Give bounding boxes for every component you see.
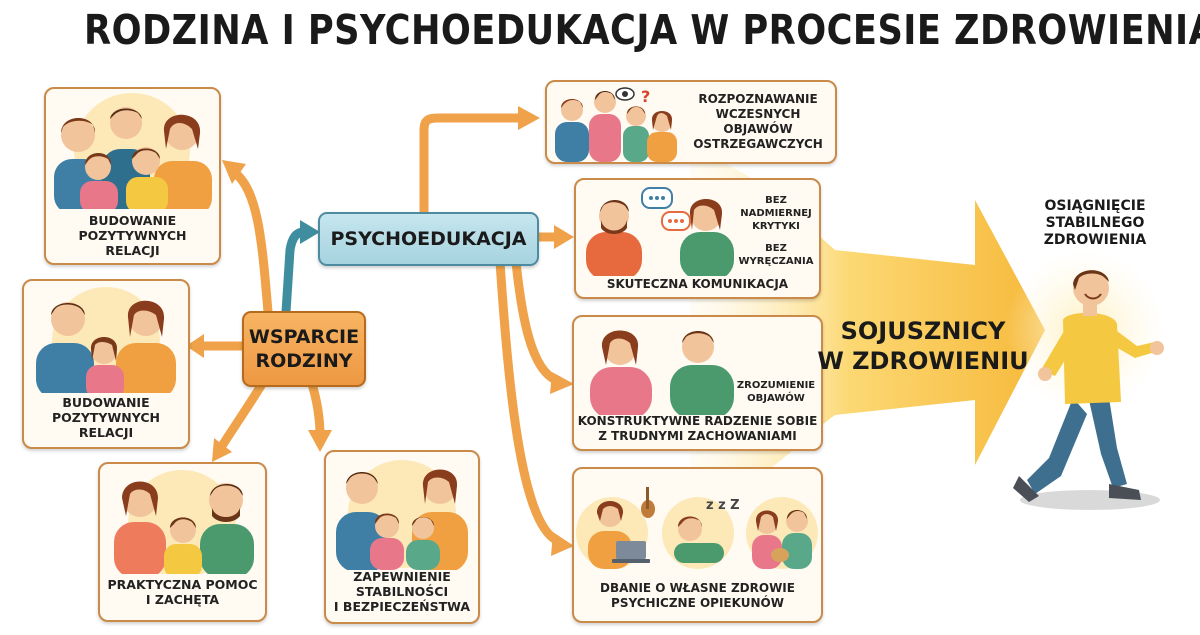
walking-man-illustration <box>1013 270 1164 510</box>
connector-psy-card4 <box>495 257 561 545</box>
allies-label: SOJUSZNICY W ZDROWIENIU <box>808 316 1038 376</box>
connector-support-psy <box>281 227 309 317</box>
arrowhead <box>222 160 246 184</box>
goal-label: OSIĄGNIĘCIE STABILNEGO ZDROWIENIA <box>1020 198 1170 249</box>
card-caption-line: RELACJI <box>105 243 160 258</box>
card-caption-line: POZYTYWNYCH <box>78 228 187 243</box>
card-caption-line: BUDOWANIE <box>62 395 150 410</box>
card-caption-line: ZAPEWNIENIE <box>353 569 451 584</box>
goal-label-line: ZDROWIENIA <box>1043 232 1147 248</box>
card-caption-line: STABILNOŚCI <box>355 584 449 599</box>
page-title: RODZINA I PSYCHOEDUKACJA W PROCESIE ZDRO… <box>84 6 1200 54</box>
card-caption-line: Z TRUDNYMI ZACHOWANIAMI <box>598 429 797 443</box>
family-illustration <box>336 460 468 570</box>
svg-text:?: ? <box>641 87 650 106</box>
card-caption-line: OBJAWÓW <box>723 122 793 136</box>
side-note-line: NADMIERNEJ <box>740 208 812 219</box>
side-note-understanding: ZROZUMIENIE OBJAWÓW <box>732 379 820 405</box>
side-note-line: WYRĘCZANIA <box>738 256 814 267</box>
goal-label-line: OSIĄGNIĘCIE <box>1044 198 1146 214</box>
card-caption-line: KONSTRUKTYWNE RADZENIE SOBIE <box>577 414 818 428</box>
arrowhead <box>550 372 574 394</box>
allies-label-line: W ZDROWIENIU <box>817 347 1029 375</box>
card-caption-line: OSTRZEGAWCZYCH <box>693 137 823 151</box>
arrowhead-teal <box>300 220 320 244</box>
family-illustration: ? <box>555 87 677 162</box>
card-caption-line: DBANIE O WŁASNE ZDROWIE <box>600 581 795 595</box>
connector-support-card3 <box>217 379 267 451</box>
card-constructive-coping: ZROZUMIENIE OBJAWÓW KONSTRUKTYWNE RADZENI… <box>572 315 823 451</box>
allies-label-line: SOJUSZNICY <box>840 317 1006 345</box>
psychoeducation-hub: PSYCHOEDUKACJA <box>318 212 539 266</box>
card-caption-line: SKUTECZNA KOMUNIKACJA <box>606 277 789 291</box>
arrowhead <box>186 334 204 358</box>
side-note-no-criticism: BEZ NADMIERNEJ KRYTYKI <box>734 194 818 233</box>
hub-label-line: WSPARCIE <box>248 326 360 348</box>
arrowhead <box>308 430 332 452</box>
family-illustration <box>54 93 212 209</box>
connector-support-card1 <box>229 167 273 317</box>
side-note-line: BEZ <box>765 243 787 254</box>
family-illustration <box>114 470 254 574</box>
svg-text:z z Z: z z Z <box>706 498 740 513</box>
arrowhead <box>212 438 232 462</box>
self-care-illustration: z z Z <box>576 487 818 569</box>
hub-label-line: RODZINY <box>255 350 353 372</box>
card-caption-line: I ZACHĘTA <box>145 592 220 607</box>
card-caption-line: POZYTYWNYCH <box>52 410 160 425</box>
conversation-illustration <box>590 330 734 415</box>
card-caption-line: PSYCHICZNE OPIEKUNÓW <box>611 596 784 610</box>
arrowhead <box>518 106 540 130</box>
family-illustration <box>36 287 176 393</box>
goal-label-line: STABILNEGO <box>1045 215 1145 231</box>
arrowhead <box>554 225 574 249</box>
hub-label: PSYCHOEDUKACJA <box>330 228 527 250</box>
conversation-illustration <box>586 187 734 276</box>
card-caption-line: PRAKTYCZNA POMOC <box>107 577 258 592</box>
arrowhead <box>551 532 574 556</box>
connector-psy-card1 <box>419 113 525 217</box>
card-caption-line: ROZPOZNAWANIE <box>698 92 818 106</box>
card-caption-line: BUDOWANIE <box>88 213 177 228</box>
card-caption-line: WCZESNYCH <box>715 107 801 121</box>
side-note-line: KRYTYKI <box>752 221 800 232</box>
side-note-no-doing-for: BEZ WYRĘCZANIA <box>734 242 818 268</box>
family-support-hub: WSPARCIE RODZINY <box>242 311 366 387</box>
card-effective-communication: BEZ NADMIERNEJ KRYTYKI BEZ WYRĘCZANIA SKUTE… <box>574 178 821 299</box>
card-caption-line: RELACJI <box>78 425 134 440</box>
card-caption-line: I BEZPIECZEŃSTWA <box>333 599 471 614</box>
side-note-line: OBJAWÓW <box>747 393 805 404</box>
connector-psy-card3 <box>511 257 561 385</box>
side-note-line: ZROZUMIENIE <box>736 380 816 391</box>
connector-support-card4 <box>307 379 325 441</box>
side-note-line: BEZ <box>765 195 787 206</box>
